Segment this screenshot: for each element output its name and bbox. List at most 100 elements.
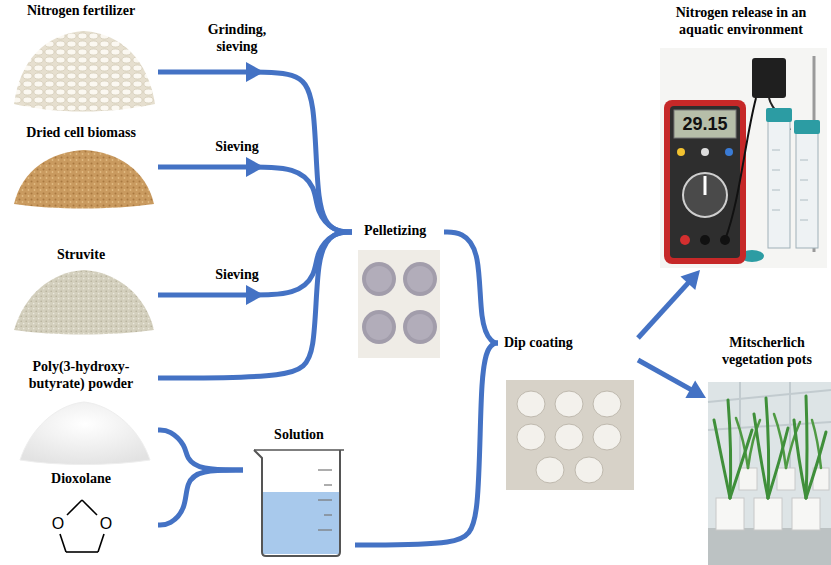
release-test-photo (664, 100, 746, 264)
release-test-photo (670, 106, 740, 258)
node-heading: Mitscherlich vegetation pots (706, 334, 828, 368)
vegetation-pots-photo (739, 468, 757, 490)
connector-line (355, 343, 498, 545)
atom-label: O (100, 516, 112, 532)
powder-picture (20, 402, 150, 465)
coated-pellets-photo (517, 391, 545, 417)
atom-label: O (52, 516, 64, 532)
struvite-picture (14, 270, 154, 335)
vegetation-pots-photo (708, 528, 831, 565)
release-test-photo (752, 58, 786, 98)
flow-connector (158, 232, 352, 305)
connector-line (158, 470, 243, 525)
beaker-picture (324, 514, 332, 515)
struvite-picture (14, 270, 154, 335)
beaker-picture (318, 529, 332, 530)
node-heading: Dried cell biomass (4, 124, 158, 141)
node-heading: Pelletizing (364, 222, 444, 239)
solution-panel: Solution (243, 426, 355, 558)
pellets-photo (358, 250, 440, 358)
edge-label: Sieving (197, 266, 277, 283)
pellets-photo (358, 250, 440, 358)
release-test-photo (772, 190, 780, 191)
pellets-photo (407, 266, 433, 292)
release-test-photo (660, 48, 827, 268)
flow-connector (158, 470, 243, 525)
ingredient-panel: Poly(3-hydroxy- butyrate) powder (4, 358, 158, 464)
release-test-photo (766, 108, 792, 122)
connector-line (444, 232, 498, 343)
vegetation-pots-photo (714, 420, 730, 498)
solvent-panel: Dioxolane (4, 470, 158, 560)
beaker-picture (324, 484, 332, 485)
coated-pellets-photo (575, 457, 603, 483)
coated-pellets-photo (555, 424, 583, 450)
connector-line (158, 430, 243, 470)
powder-picture (20, 402, 150, 465)
flow-connector (638, 360, 706, 398)
fertilizer-picture (14, 31, 155, 112)
node-heading: Struvite (4, 246, 158, 263)
ingredient-panel: Struvite (4, 246, 158, 332)
vegetation-pots-photo (708, 382, 831, 565)
arrow-head (685, 380, 706, 398)
release-test-photo (800, 180, 808, 181)
dioxolane-structure (60, 500, 104, 552)
fertilizer-picture (14, 31, 155, 112)
arrow-head (680, 270, 700, 290)
coated-pellets-photo (593, 424, 621, 450)
release-test-photo (794, 120, 820, 134)
beaker-picture (254, 450, 340, 556)
ingredient-panel: Dried cell biomass (4, 124, 158, 208)
release-test-photo (772, 150, 780, 151)
vegetation-pots-photo (768, 428, 788, 498)
node-heading: Nitrogen release in an aquatic environme… (655, 4, 827, 38)
connector-line (158, 72, 352, 232)
flow-connector (158, 157, 352, 232)
vegetation-pots-photo (716, 498, 744, 530)
biomass-picture (14, 150, 154, 209)
release-test-photo (772, 210, 780, 211)
node-heading: Dioxolane (4, 470, 158, 487)
release-test-photo (704, 176, 707, 195)
dioxolane-structure (82, 500, 97, 515)
vegetation-pots-photo (708, 382, 831, 565)
pellets-photo (366, 314, 392, 340)
release-test-photo (683, 173, 727, 217)
vegetation-pots-photo (806, 432, 826, 498)
vegetation-pots-photo (806, 396, 807, 498)
arrow-head (246, 62, 264, 82)
vegetation-pots-photo (730, 430, 752, 498)
release-test-photo (800, 200, 808, 201)
flow-connector (158, 430, 243, 470)
pellets-photo (366, 266, 392, 292)
connector-line (158, 232, 352, 378)
release-test-photo (680, 235, 690, 245)
beaker-picture (263, 492, 339, 554)
meter-reading: 29.15 (682, 115, 727, 133)
vegetation-pots-photo (714, 396, 826, 498)
beaker-picture (254, 449, 344, 451)
node-heading: Solution (243, 426, 355, 443)
flow-connector (158, 62, 352, 232)
coated-pellets-photo (593, 391, 621, 417)
release-test-photo (660, 48, 827, 268)
node-heading: Poly(3-hydroxy- butyrate) powder (4, 358, 158, 392)
arrow-head (246, 285, 264, 305)
vegetation-pots-photo (754, 498, 782, 530)
coated-pellets-photo (517, 424, 545, 450)
release-test-photo (800, 220, 808, 221)
release-test-photo (772, 150, 808, 220)
dioxolane-structure (66, 551, 98, 553)
biomass-picture (14, 150, 154, 209)
beaker-picture (318, 499, 332, 500)
vegetation-pots-photo (777, 468, 795, 490)
beaker-picture (318, 469, 332, 470)
pellets-photo (403, 262, 437, 296)
coated-pellets-photo (555, 391, 583, 417)
coated-pellets-photo (536, 457, 564, 483)
dioxolane-structure (60, 534, 66, 552)
edge-label: Grinding, sieving (197, 21, 277, 55)
